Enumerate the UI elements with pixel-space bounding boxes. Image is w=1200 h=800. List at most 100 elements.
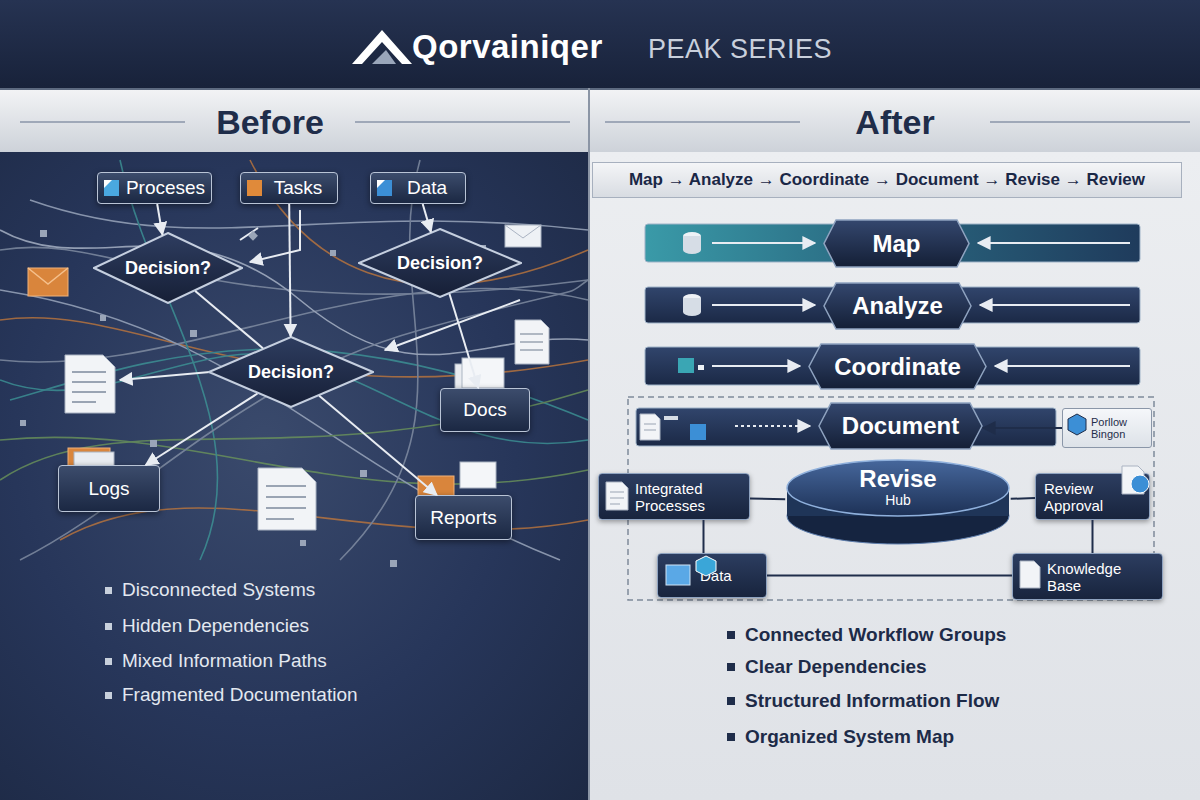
node-label: Document [842,412,959,440]
node-text-box: Data [658,554,766,597]
diamond-outline [209,337,373,407]
sequence-band: Map → Analyze → Coordinate → Document → … [592,162,1182,198]
node-label: Decision? [248,362,334,383]
node-text-box: After [590,96,1200,148]
node-label: Logs [88,478,129,500]
node-label: Docs [463,399,506,421]
panel-heading: Before [216,103,324,142]
connector [450,294,479,388]
node-label: Porllow Bingon [1091,416,1147,440]
node-label: Proceses [126,177,205,199]
node-label: Decision? [125,258,211,279]
decision-diamond: Decision? [358,228,522,298]
hex-outline [809,344,986,389]
bullet-markers [105,587,735,741]
header-logo [352,30,412,64]
process-box: Review Approval [1035,473,1150,520]
title-text: Qorvainiqer [412,28,644,66]
node-text-box: Before [0,96,540,148]
connector [146,394,258,466]
bullet-text: Clear Dependencies [745,656,1175,678]
node-label: Revise [859,466,936,492]
node-text-box: Reports [416,496,511,539]
decision-diamond: Decision? [93,232,243,304]
scattered-squares [20,230,541,567]
tangled-lines [0,160,588,560]
connector [289,204,290,336]
node-label: Knowledge Base [1047,560,1156,594]
connector [423,204,431,232]
knowledge-box: Knowledge Base [1012,553,1163,600]
envelope-icons [28,225,541,498]
heading-strip [0,88,1200,152]
bullet-text: Disconnected Systems [122,579,562,601]
node-text-box: Data [371,173,465,203]
node-text-box: Decision? [358,228,522,298]
hub-disc: ReviseHub [785,458,1011,546]
node-text-box: Review Approval [1036,474,1149,519]
node-text-box: Knowledge Base [1013,554,1162,599]
node-text-box: Document [818,402,983,450]
workflow-rows [628,224,1154,600]
node-label: Map [873,230,921,258]
panel-heading: After [855,103,934,142]
node-text-box: ReviseHub [785,458,1011,546]
bullet-text: Hidden Dependencies [122,615,562,637]
data-box: Data [657,553,767,598]
node-label: Integrated Processes [635,480,743,514]
bullet-text: Structured Information Flow [745,690,1175,712]
node-label: Analyze [852,292,943,320]
hex-outline [824,220,969,267]
document-box: Logs [58,465,160,512]
disc-top [787,460,1009,516]
node-text-box: Docs [441,389,529,431]
node-label: Reports [430,507,497,529]
node-text-box: Logs [59,466,159,511]
node-label: Coordinate [834,353,961,381]
node-label: Review Approval [1044,480,1123,514]
process-box: Data [370,172,466,204]
process-box: Integrated Processes [598,473,750,520]
document-box: Docs [440,388,530,432]
node-text-box: Coordinate [808,343,987,390]
connector [1092,520,1094,553]
stage-box: Coordinate [808,343,987,390]
connector [1011,497,1035,500]
node-text-box: Analyze [823,282,972,330]
node-label: Decision? [397,253,483,274]
connector [703,520,705,553]
node-text-box: Porllow Bingon [1063,409,1151,447]
connector [157,204,162,235]
row-arrows [712,243,1130,426]
bullet-text: Mixed Information Paths [122,650,562,672]
bullet-text: Organized System Map [745,726,1175,748]
hex-outline [824,283,971,329]
bullet-text: Fragmented Documentation [122,684,562,706]
node-text-box: Proceses [98,173,211,203]
stage-box: Document [818,402,983,450]
node-text-box: Decision? [93,232,243,304]
node-text-box: Integrated Processes [599,474,749,519]
connector [983,427,1062,429]
diamond-outline [94,233,242,303]
node-label: Data [407,177,447,199]
connector [319,396,437,495]
node-label: Map → Analyze → Coordinate → Document → … [629,170,1145,190]
panel-divider [588,88,590,800]
diamond-outline [359,229,521,297]
node-label: Tasks [274,177,323,199]
node-label: Hub [885,492,911,508]
connector [750,497,785,500]
connector [195,291,263,348]
connector [767,575,1012,577]
document-box: Reports [415,495,512,540]
series-label: PEAK SERIES [648,34,908,65]
node-text-box: Tasks [241,173,337,203]
row-icons [640,232,706,440]
stage-box: Analyze [823,282,972,330]
stage-box: Map [823,219,970,268]
